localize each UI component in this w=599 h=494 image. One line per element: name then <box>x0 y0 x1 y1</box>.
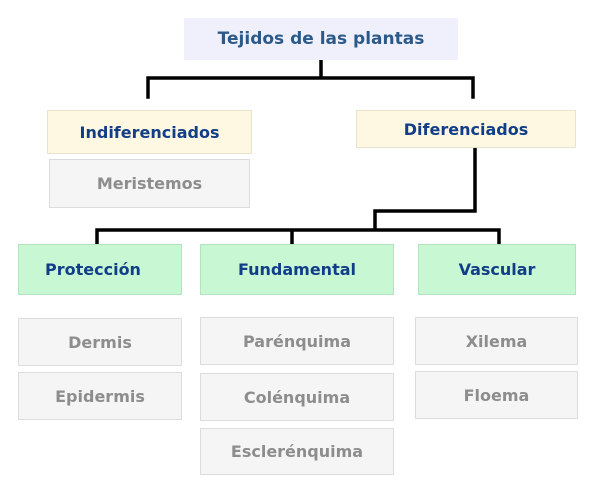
node-differentiated: Diferenciados <box>356 110 576 148</box>
node-protection: Protección <box>18 244 182 295</box>
node-xilema: Xilema <box>415 317 578 365</box>
connector-root-to-level1 <box>146 57 475 99</box>
node-parenquima: Parénquima <box>200 317 394 365</box>
node-colenquima: Colénquima <box>200 373 394 421</box>
node-fundamental: Fundamental <box>200 244 394 295</box>
node-meristemos: Meristemos <box>49 159 250 208</box>
connector-differentiated-to-groups <box>95 147 501 245</box>
diagram-title: Tejidos de las plantas <box>184 18 458 60</box>
node-floema: Floema <box>415 371 578 419</box>
node-epidermis: Epidermis <box>18 372 182 420</box>
node-undifferentiated: Indiferenciados <box>47 110 252 154</box>
node-dermis: Dermis <box>18 318 182 366</box>
node-esclerenquima: Esclerénquima <box>200 428 394 475</box>
node-vascular: Vascular <box>418 244 576 295</box>
